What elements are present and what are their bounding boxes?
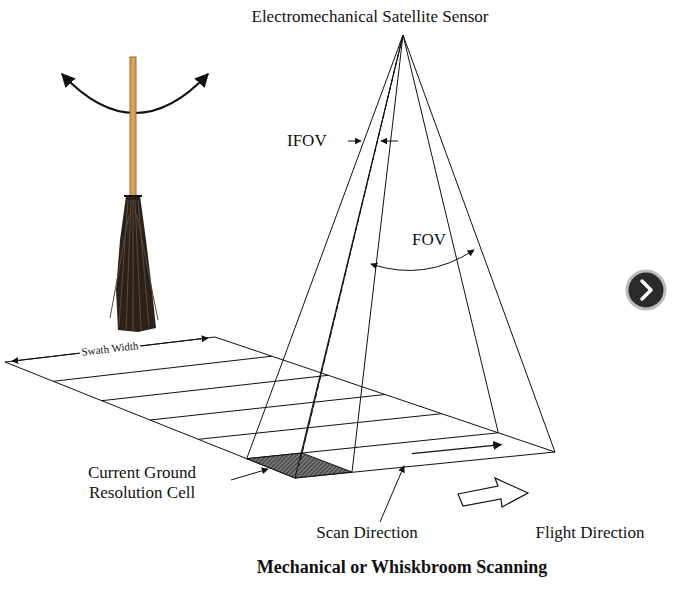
flight-direction-arrow xyxy=(458,478,528,507)
sensor-pyramid xyxy=(231,35,555,522)
sensor-label: Electromechanical Satellite Sensor xyxy=(252,7,489,27)
cell-label: Current Ground Resolution Cell xyxy=(52,463,232,504)
cell-leader xyxy=(231,469,268,480)
swath-width-label: Swath Width xyxy=(79,339,141,359)
next-button xyxy=(627,271,665,309)
broom-bristle-lines xyxy=(110,200,158,331)
broom-binding xyxy=(124,195,142,197)
broom-figure xyxy=(62,57,208,332)
scan-direction-label: Scan Direction xyxy=(316,523,418,543)
ifov-arrow xyxy=(381,141,398,142)
swath-width-arrow xyxy=(12,338,208,361)
scan-leader xyxy=(380,466,404,522)
flight-direction-label: Flight Direction xyxy=(535,523,644,543)
figure-caption: Mechanical or Whiskbroom Scanning xyxy=(257,557,548,579)
scan-direction-arrow xyxy=(412,445,502,454)
broom-stick xyxy=(130,57,136,205)
swath-outline xyxy=(5,337,555,478)
scan-lines xyxy=(53,356,498,459)
ifov-arrow xyxy=(348,141,361,142)
fov-label: FOV xyxy=(412,230,446,250)
ground-swath xyxy=(5,337,555,478)
fov-arc xyxy=(371,250,474,270)
view-lines xyxy=(247,35,555,478)
ifov-label: IFOV xyxy=(287,131,327,151)
cell-center-line xyxy=(299,35,403,466)
